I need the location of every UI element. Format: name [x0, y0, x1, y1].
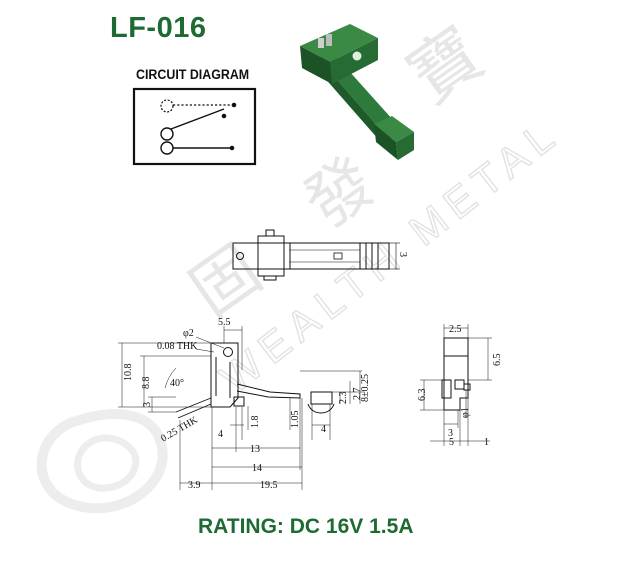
- dim-end-phi1: φ1: [460, 407, 471, 418]
- dim-end-6-3: 6.3: [417, 389, 428, 402]
- dim-hole-phi2: φ2: [183, 328, 194, 339]
- dim-end-2-5: 2.5: [449, 324, 462, 335]
- top-view: [232, 229, 400, 281]
- dim-end-1: 1: [484, 437, 489, 448]
- rating-text: RATING: DC 16V 1.5A: [198, 515, 414, 538]
- watermark-cjk-3: 寶: [395, 14, 497, 118]
- side-view: [118, 326, 364, 490]
- dim-19-5: 19.5: [260, 480, 278, 491]
- dim-8-8: 8.8: [141, 377, 152, 390]
- dim-top-3: 3: [397, 252, 408, 257]
- watermark-logo-icon: [36, 409, 168, 514]
- dim-end-5: 5: [449, 437, 454, 448]
- top-view-body: [232, 242, 390, 270]
- product-3d-render: [300, 24, 414, 160]
- watermark-cjk-1: 固: [177, 231, 274, 329]
- model-title: LF-016: [110, 12, 207, 44]
- dim-10-8: 10.8: [123, 364, 134, 382]
- circuit-diagram: [132, 87, 257, 166]
- dim-4-left: 4: [218, 429, 223, 440]
- dim-4-right: 4: [321, 424, 326, 435]
- watermark: [36, 409, 168, 514]
- dim-8-025: 8±0.25: [360, 374, 371, 402]
- nc-contact-dashed: [160, 99, 174, 113]
- com-contact: [160, 127, 174, 141]
- dim-end-3: 3: [448, 428, 453, 439]
- dim-thk-top: 0.08 THK: [157, 341, 198, 352]
- end-view-body: [443, 337, 469, 411]
- dim-1-8: 1.8: [250, 416, 261, 429]
- dim-1-05: 1.05: [290, 411, 301, 429]
- dim-base-3: 3: [142, 402, 153, 407]
- dim-2-7: 2.7: [352, 388, 363, 401]
- end-view: [420, 324, 492, 446]
- dim-3-9: 3.9: [188, 480, 201, 491]
- dim-5-5: 5.5: [218, 317, 231, 328]
- dim-end-6-5: 6.5: [492, 354, 503, 367]
- watermark-cjk-2: 發: [291, 144, 388, 242]
- circuit-diagram-title: CIRCUIT DIAGRAM: [136, 67, 250, 82]
- dim-2-3: 2.3: [338, 392, 349, 405]
- end-view-dims: 2.5 6.5 6.3 φ1 3 5 1: [417, 324, 503, 448]
- no-contact: [160, 141, 174, 155]
- dim-angle-40: 40°: [170, 378, 184, 389]
- dim-14: 14: [252, 463, 262, 474]
- circuit-frame: [132, 87, 257, 166]
- dim-thk-bottom: 0.25 THK: [159, 414, 200, 444]
- dim-13: 13: [250, 444, 260, 455]
